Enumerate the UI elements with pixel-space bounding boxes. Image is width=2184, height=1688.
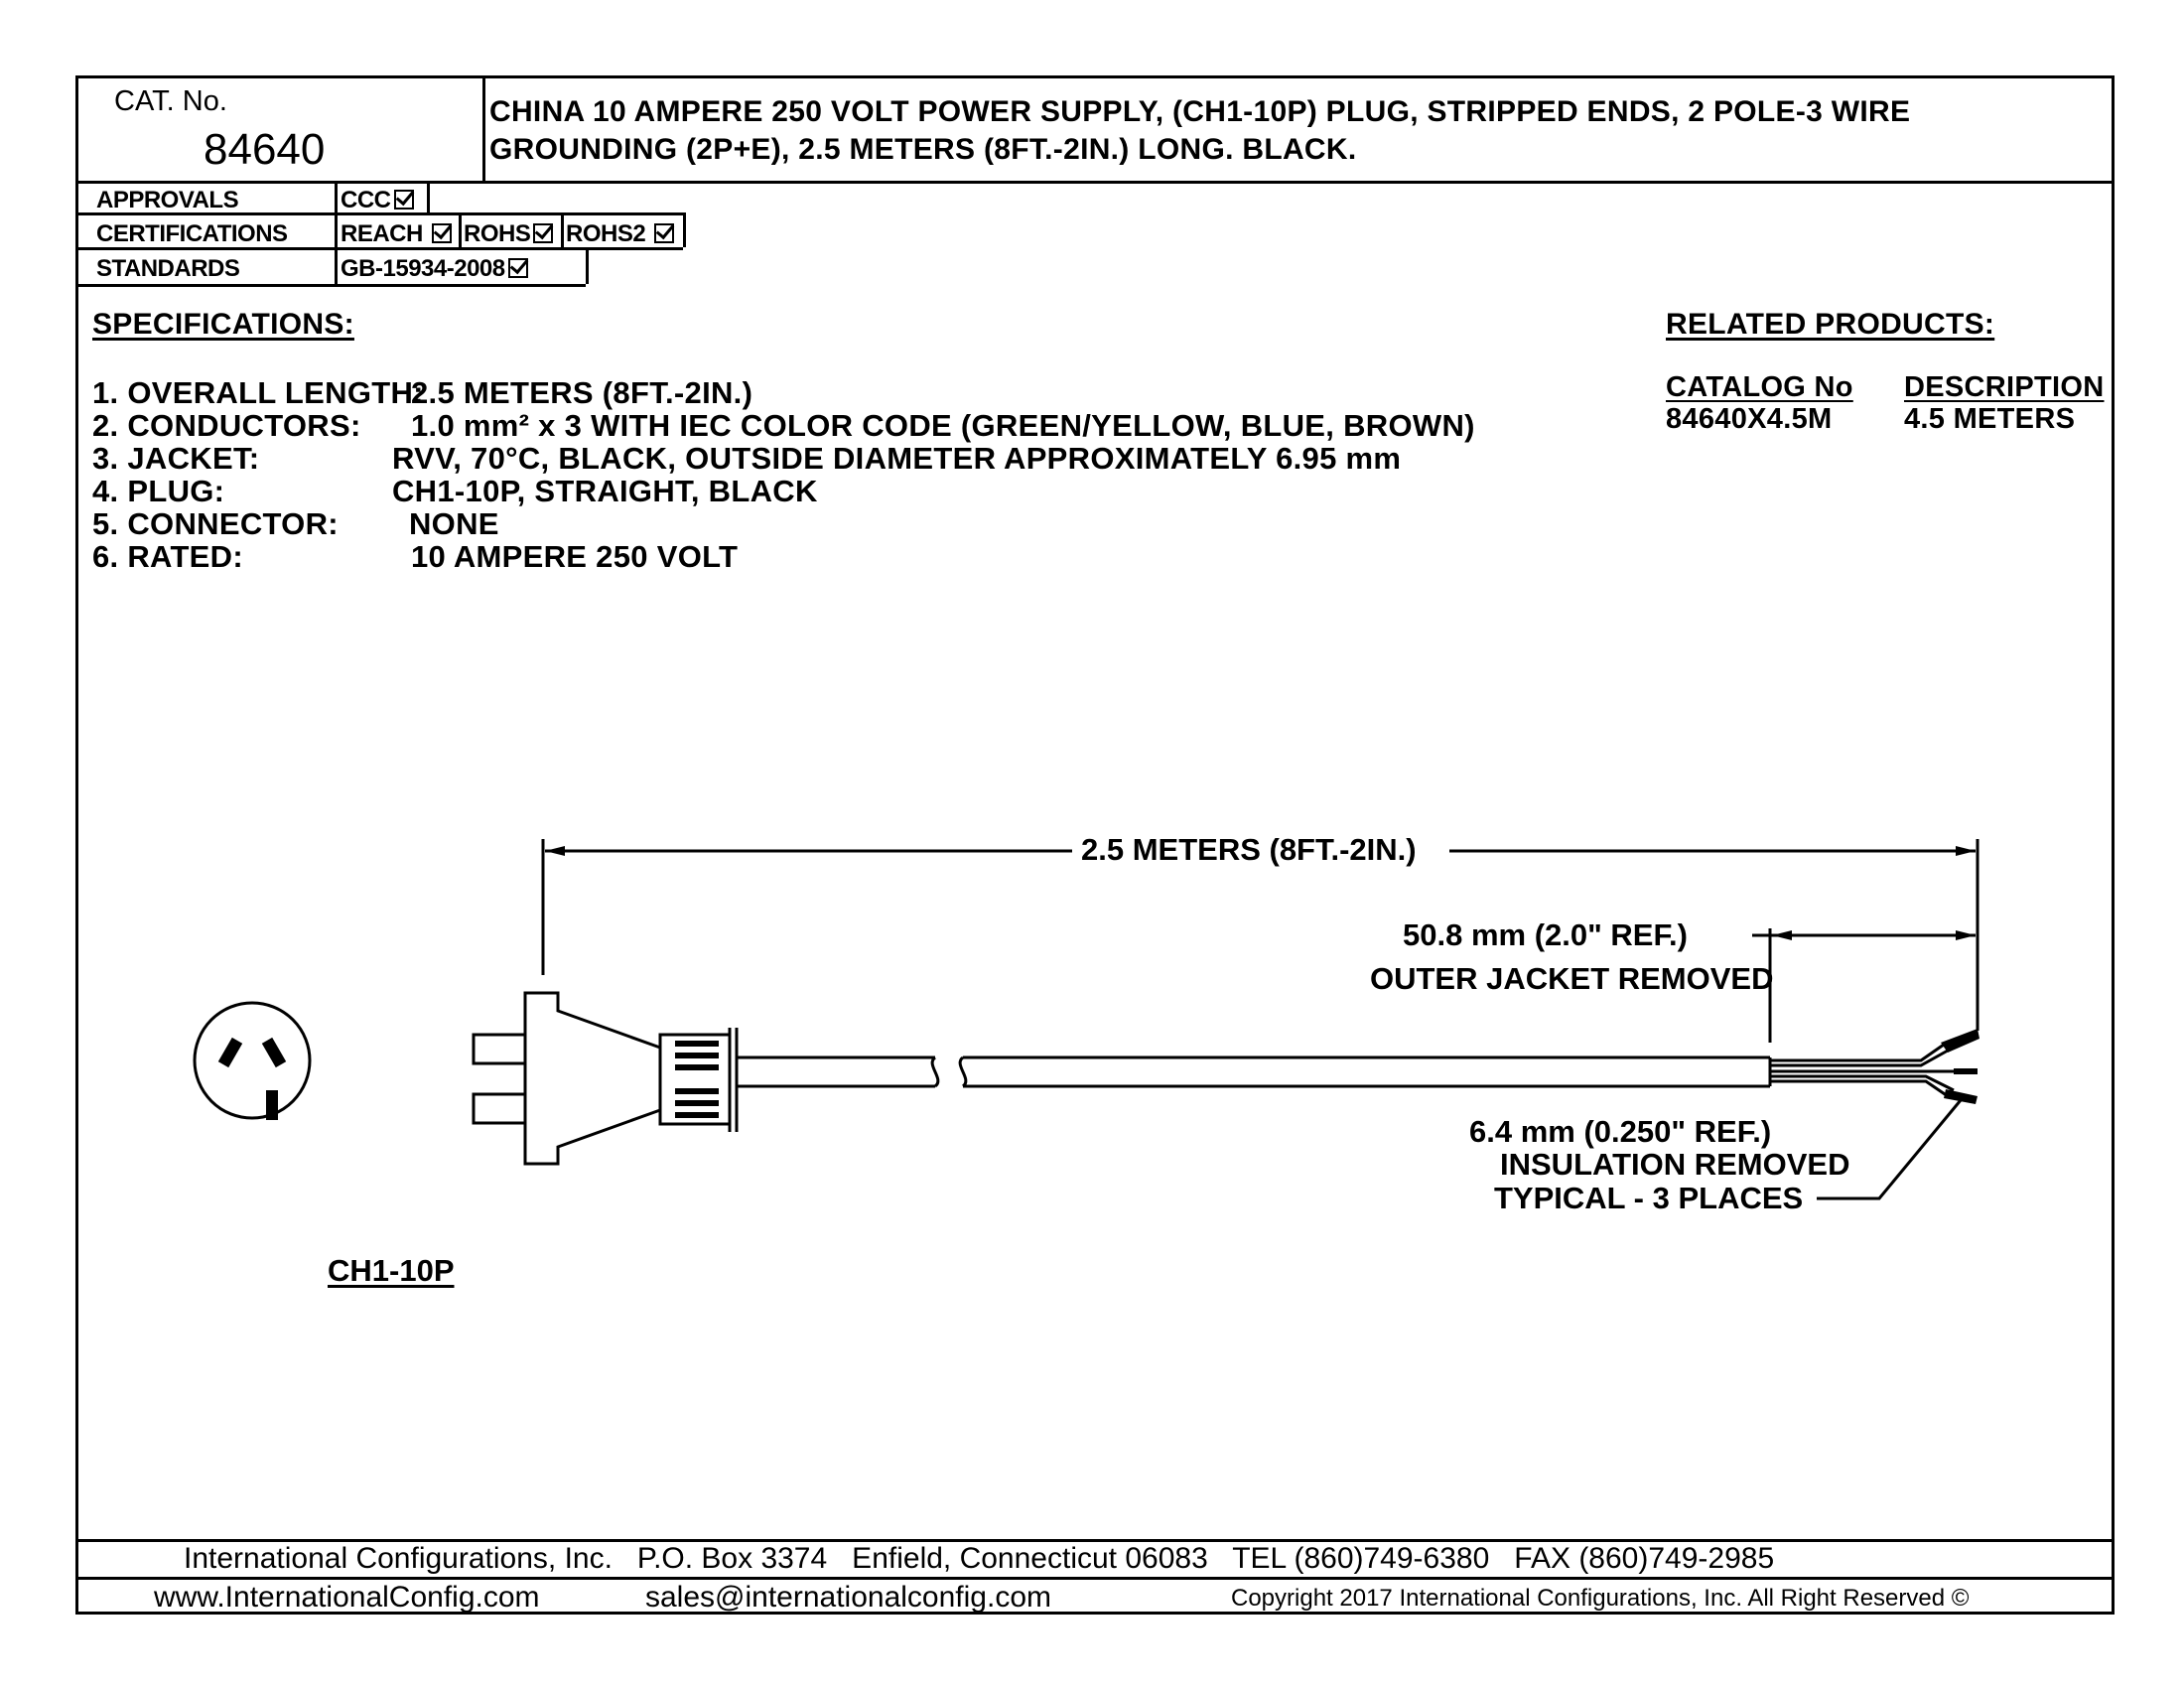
related-row-catalog: 84640X4.5M <box>1666 403 1833 435</box>
related-col-description: DESCRIPTION <box>1904 371 2105 403</box>
certifications-label: CERTIFICATIONS <box>96 220 288 247</box>
spec-value: CH1-10P, STRAIGHT, BLACK <box>392 474 818 508</box>
plug-strain-relief <box>658 1033 732 1126</box>
plug-face-slot-right <box>261 1037 287 1068</box>
spec-value: 1.0 mm² x 3 WITH IEC COLOR CODE (GREEN/Y… <box>411 408 1475 443</box>
footer-address: International Configurations, Inc. P.O. … <box>184 1542 1775 1575</box>
spec-value: 10 AMPERE 250 VOLT <box>411 539 739 574</box>
related-col-catalog: CATALOG No <box>1666 371 1853 403</box>
header-vertical-divider <box>482 75 485 181</box>
spec-label: 4. PLUG: <box>92 474 225 508</box>
header-divider <box>75 181 2115 184</box>
jacket-dimension-label: 50.8 mm (2.0" REF.) <box>1403 917 1688 952</box>
footer-email-link[interactable]: sales@internationalconfig.com <box>645 1581 1051 1614</box>
specifications-title: SPECIFICATIONS: <box>92 308 354 341</box>
plug-prong-top <box>472 1033 527 1065</box>
plug-body <box>523 991 662 1166</box>
footer-copyright: Copyright 2017 International Configurati… <box>1231 1585 1970 1612</box>
description-line1: CHINA 10 AMPERE 250 VOLT POWER SUPPLY, (… <box>489 95 1911 128</box>
spec-value: 2.5 METERS (8FT.-2IN.) <box>411 375 753 410</box>
cert-reach: REACH <box>341 220 453 248</box>
cert-rohs: ROHS <box>464 220 554 248</box>
checkbox-checked-icon <box>507 258 528 278</box>
related-row-description: 4.5 METERS <box>1904 403 2076 435</box>
jacket-note-label: OUTER JACKET REMOVED <box>1370 961 1774 996</box>
insulation-note-label: INSULATION REMOVED <box>1500 1147 1850 1182</box>
plug-face-label: CH1-10P <box>328 1253 455 1288</box>
insulation-note2-label: TYPICAL - 3 PLACES <box>1494 1181 1804 1215</box>
cert-rohs2: ROHS2 <box>566 220 675 248</box>
spec-label: 3. JACKET: <box>92 441 260 476</box>
cat-number: 84640 <box>204 125 326 174</box>
plug-face-slot-left <box>217 1037 243 1068</box>
spec-value: NONE <box>409 506 499 541</box>
footer-divider-middle <box>75 1577 2115 1580</box>
spec-label: 5. CONNECTOR: <box>92 506 339 541</box>
checkbox-checked-icon <box>533 223 554 243</box>
insulation-leader <box>1817 1099 1963 1200</box>
description-line2: GROUNDING (2P+E), 2.5 METERS (8FT.-2IN.)… <box>489 133 1357 166</box>
footer-divider-top <box>75 1539 2115 1542</box>
checkbox-checked-icon <box>654 223 675 243</box>
standards-label: STANDARDS <box>96 255 240 282</box>
overall-length-label: 2.5 METERS (8FT.-2IN.) <box>1077 832 1421 868</box>
checkbox-checked-icon <box>432 223 453 243</box>
spec-label: 6. RATED: <box>92 539 243 574</box>
spec-label: 1. OVERALL LENGTH: <box>92 375 424 410</box>
spec-value: RVV, 70°C, BLACK, OUTSIDE DIAMETER APPRO… <box>392 441 1402 476</box>
approvals-label: APPROVALS <box>96 187 239 213</box>
cat-label: CAT. No. <box>114 85 227 117</box>
footer-website-link[interactable]: www.InternationalConfig.com <box>154 1581 540 1614</box>
checkbox-checked-icon <box>393 190 414 210</box>
plug-prong-bottom <box>472 1092 527 1125</box>
plug-face-outline <box>193 1001 312 1120</box>
insulation-dimension-label: 6.4 mm (0.250" REF.) <box>1469 1114 1772 1149</box>
approval-ccc: CCC <box>341 187 414 214</box>
related-products-title: RELATED PRODUCTS: <box>1666 308 1995 341</box>
plug-face-slot-ground <box>266 1090 278 1120</box>
drawing-sheet <box>75 75 2115 1615</box>
spec-label: 2. CONDUCTORS: <box>92 408 361 443</box>
standard-gb: GB-15934-2008 <box>341 255 528 283</box>
